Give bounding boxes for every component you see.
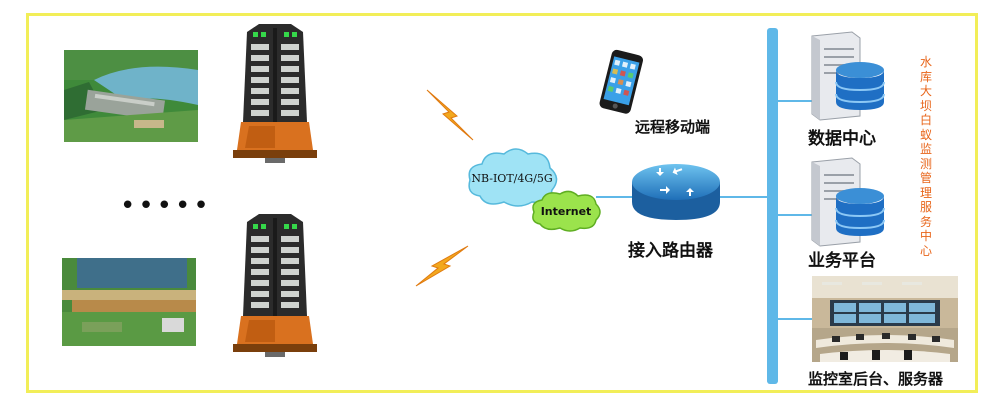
network-bus xyxy=(767,28,778,384)
monitoring-room-photo xyxy=(812,276,958,362)
router-icon xyxy=(632,164,720,220)
service-center-label: 水库大坝白蚁监测管理服务中心 xyxy=(919,55,932,258)
network-label: NB-IOT/4G/5G xyxy=(471,172,552,185)
monitoring-room-label: 监控室后台、服务器 xyxy=(808,370,944,388)
smartphone-icon xyxy=(599,49,643,114)
data-center-label: 数据中心 xyxy=(808,129,876,149)
termite-monitor-device-top xyxy=(229,22,321,164)
connector-router-bus xyxy=(720,196,768,198)
diagram-frame xyxy=(26,13,978,393)
reservoir-dam-photo-bottom xyxy=(62,258,196,346)
lightning-icon-top xyxy=(426,89,474,141)
lightning-icon-bottom xyxy=(415,245,469,287)
mobile-label: 远程移动端 xyxy=(635,118,711,136)
platform-server-icon xyxy=(811,157,885,247)
connector-cloud-router xyxy=(596,196,632,198)
termite-monitor-device-bottom xyxy=(229,212,321,358)
router-label: 接入路由器 xyxy=(628,241,713,261)
network-cloud: NB-IOT/4G/5G xyxy=(468,148,558,207)
connector-bus-monitoring xyxy=(778,318,812,320)
ellipsis-dots: ••••• xyxy=(120,191,212,221)
internet-cloud: Internet xyxy=(532,190,601,232)
connector-bus-datacenter xyxy=(778,100,812,102)
reservoir-dam-photo-top xyxy=(64,50,198,142)
database-server-icon xyxy=(811,31,885,121)
business-platform-label: 业务平台 xyxy=(808,251,876,271)
internet-label: Internet xyxy=(541,205,592,218)
connector-bus-platform xyxy=(778,214,812,216)
